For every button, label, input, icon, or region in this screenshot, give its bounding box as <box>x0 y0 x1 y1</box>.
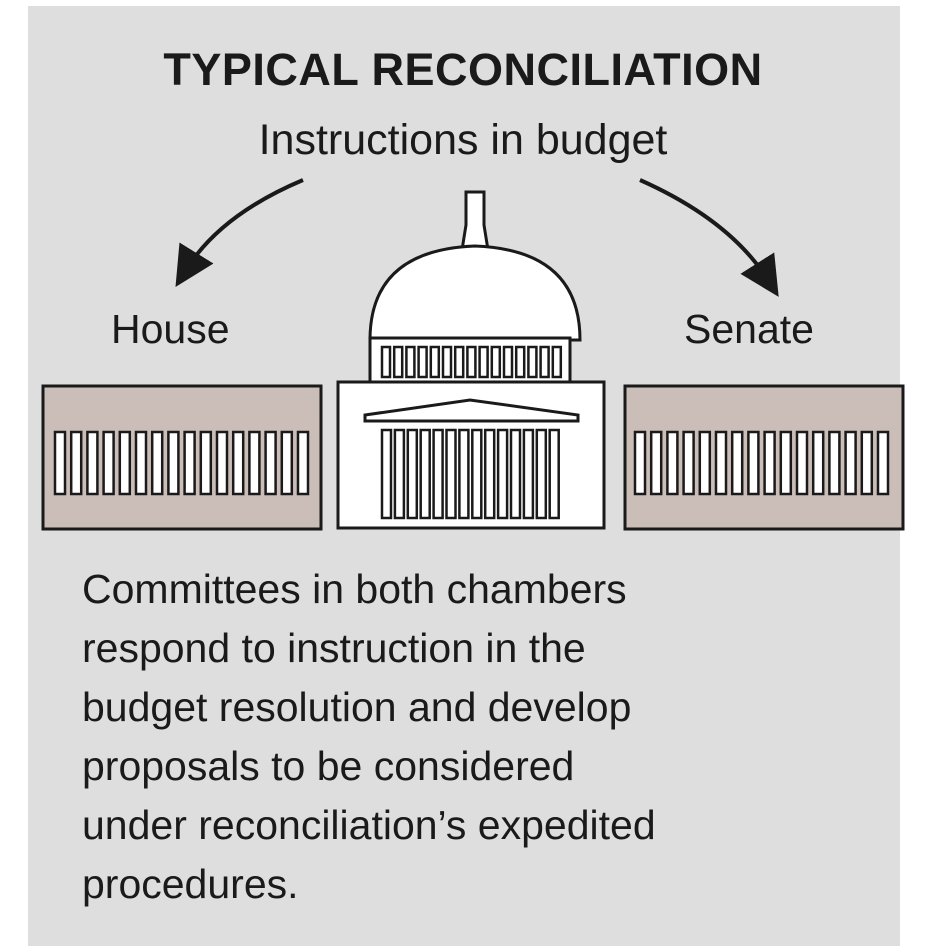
column-icon <box>432 428 444 520</box>
column-icon <box>118 430 132 496</box>
column-icon <box>231 430 245 496</box>
column-icon <box>795 430 809 496</box>
column-icon <box>747 430 760 496</box>
arrow-to-house-icon <box>175 178 304 288</box>
arrow-to-senate-icon <box>639 178 779 297</box>
column-icon <box>86 430 99 496</box>
description-line: budget resolution and develop <box>82 684 632 730</box>
column-icon <box>876 430 890 496</box>
house-wing-icon <box>41 384 323 531</box>
column-icon <box>429 345 441 379</box>
house-label: House <box>111 306 230 352</box>
column-icon <box>248 430 261 496</box>
senate-label: Senate <box>684 306 814 352</box>
description-text: Committees in both chambers respond to i… <box>82 560 882 914</box>
column-icon <box>844 430 857 496</box>
description-line: under reconciliation’s expedited <box>82 802 656 848</box>
column-icon <box>441 345 453 379</box>
column-icon <box>53 430 67 496</box>
column-icon <box>548 428 560 520</box>
column-icon <box>167 430 180 496</box>
column-icon <box>649 430 663 496</box>
column-icon <box>183 430 196 496</box>
capitol-dome-icon <box>336 190 606 530</box>
column-icon <box>471 428 483 520</box>
column-icon <box>264 430 277 496</box>
column-icon <box>280 430 294 496</box>
column-icon <box>296 430 310 496</box>
column-icon <box>478 345 489 379</box>
column-icon <box>666 430 679 496</box>
column-icon <box>714 430 728 496</box>
column-icon <box>698 430 712 496</box>
column-icon <box>199 430 213 496</box>
column-icon <box>466 345 477 379</box>
column-icon <box>828 430 841 496</box>
column-icon <box>730 430 744 496</box>
column-icon <box>522 428 535 520</box>
diagram-title: TYPICAL RECONCILIATION <box>163 44 763 95</box>
column-icon <box>134 430 148 496</box>
column-icon <box>392 345 404 379</box>
column-icon <box>380 428 393 520</box>
description-line: procedures. <box>82 861 299 907</box>
column-icon <box>483 428 496 520</box>
column-icon <box>69 430 83 496</box>
column-icon <box>860 430 874 496</box>
column-icon <box>102 430 115 496</box>
column-icon <box>682 430 695 496</box>
description-line: proposals to be considered <box>82 743 575 789</box>
column-icon <box>535 428 548 520</box>
description-line: respond to instruction in the <box>82 625 586 671</box>
column-icon <box>393 428 406 520</box>
column-icon <box>405 345 416 379</box>
column-icon <box>502 345 514 379</box>
column-icon <box>539 345 550 379</box>
column-icon <box>496 428 509 520</box>
column-icon <box>514 345 526 379</box>
column-icon <box>763 430 776 496</box>
column-icon <box>406 428 419 520</box>
column-icon <box>445 428 457 520</box>
column-icon <box>527 345 538 379</box>
column-icon <box>490 345 502 379</box>
column-icon <box>458 428 470 520</box>
column-icon <box>509 428 522 520</box>
column-icon <box>453 345 465 379</box>
senate-wing-icon <box>623 384 905 531</box>
column-icon <box>419 428 431 520</box>
column-icon <box>215 430 229 496</box>
column-icon <box>633 430 647 496</box>
column-icon <box>150 430 164 496</box>
column-icon <box>551 345 563 379</box>
column-icon <box>417 345 428 379</box>
column-icon <box>811 430 825 496</box>
diagram-subtitle: Instructions in budget <box>258 116 668 164</box>
column-icon <box>779 430 793 496</box>
column-icon <box>380 345 392 379</box>
description-line: Committees in both chambers <box>82 566 627 612</box>
